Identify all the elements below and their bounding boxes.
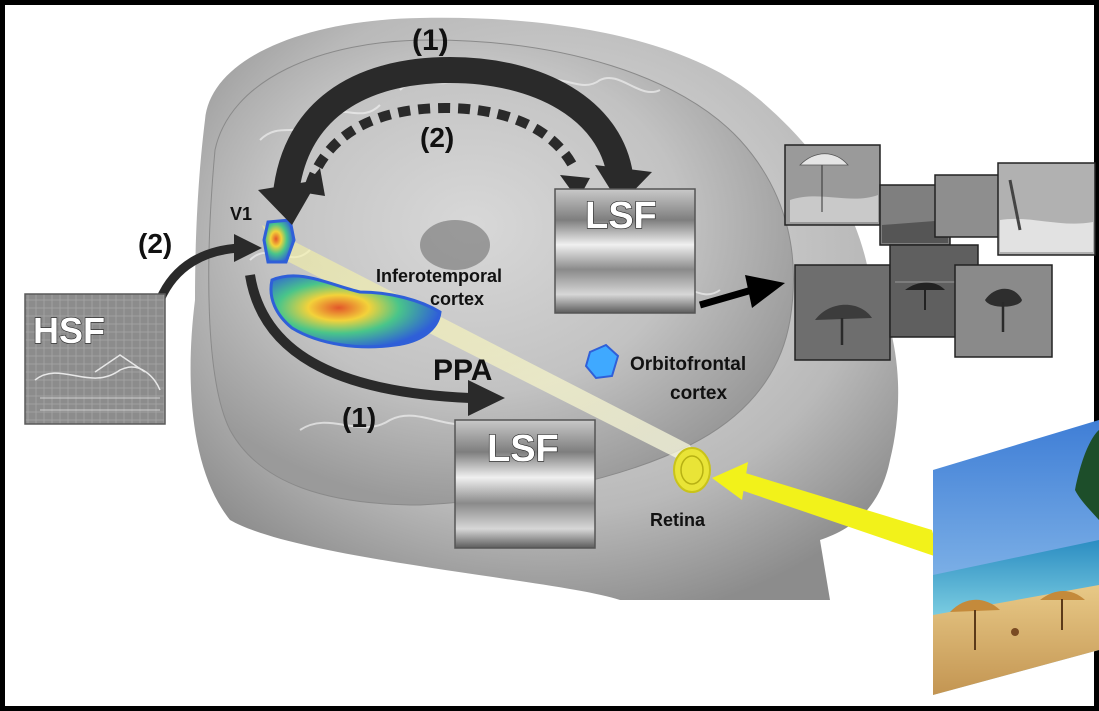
retina-icon <box>674 448 710 492</box>
hsf-label: HSF <box>33 310 105 351</box>
lsf-bottom-label: LSF <box>487 428 559 470</box>
scene-thumbnail-icon <box>935 175 1003 237</box>
orbitofrontal-label-line2: cortex <box>670 383 727 404</box>
pathway-1-top-label: (1) <box>412 24 449 57</box>
v1-label: V1 <box>230 204 252 224</box>
pathway-2-left-label: (2) <box>138 228 172 259</box>
ppa-label: PPA <box>433 354 492 387</box>
beach-scene-photo <box>933 420 1099 695</box>
pathway-1-bottom-label: (1) <box>342 402 376 433</box>
retina-label: Retina <box>650 510 706 530</box>
inferotemporal-label-line2: cortex <box>430 289 484 309</box>
inferotemporal-label-line1: Inferotemporal <box>376 266 502 286</box>
orbitofrontal-label-line1: Orbitofrontal <box>630 354 746 375</box>
ventricle <box>420 220 490 270</box>
pathway-2-top-label: (2) <box>420 122 454 153</box>
lsf-top-label: LSF <box>585 195 657 237</box>
v1-activation <box>264 220 294 262</box>
